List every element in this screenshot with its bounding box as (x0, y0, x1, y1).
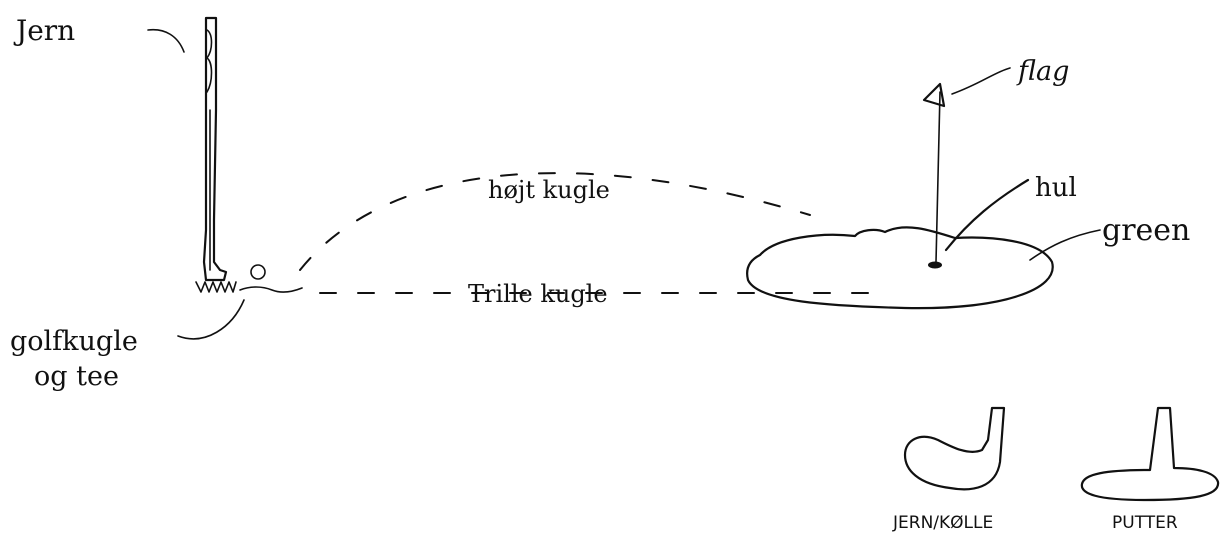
high-shot-trajectory (299, 172, 811, 271)
putter-head-sketch (1080, 406, 1220, 502)
label-jern-kolle: JERN/KØLLE (892, 513, 993, 533)
jern-callout-line (147, 28, 185, 53)
label-hul: hul (1035, 173, 1077, 203)
flag-callout-line (951, 67, 1011, 95)
green-area (746, 226, 1054, 310)
label-hoejt-shot: højt kugle (488, 176, 610, 204)
flag-icon (922, 82, 946, 263)
hole-icon (928, 261, 942, 269)
label-trille-kugle: Trille kugle (468, 280, 608, 308)
golf-ball-icon (250, 264, 266, 280)
green-callout-line (1029, 229, 1101, 261)
label-green: green (1102, 213, 1190, 248)
label-flag: flag (1016, 56, 1069, 87)
golfkugle-callout-line (177, 299, 245, 340)
label-og-tee: og tee (34, 361, 119, 392)
iron-club (202, 16, 228, 282)
label-jern: Jern (13, 14, 75, 47)
label-putter: PUTTER (1112, 513, 1178, 533)
label-golfkugle: golfkugle (10, 326, 138, 357)
hul-callout-line (944, 178, 1030, 252)
tee-and-ball (195, 264, 303, 293)
iron-head-sketch (903, 406, 1006, 491)
